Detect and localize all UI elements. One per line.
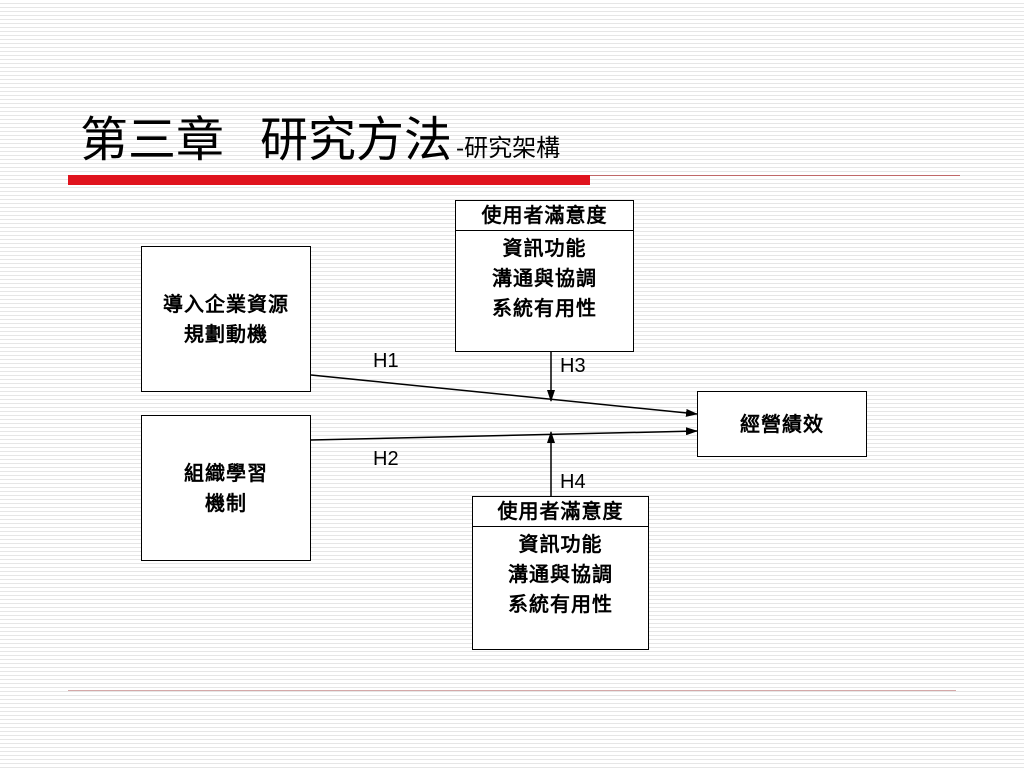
label-h3: H3: [560, 355, 586, 377]
title-chapter: 第三章: [80, 112, 225, 168]
slide-title: 第三章 研究方法 -研究架構: [80, 100, 560, 170]
title-underline-thin: [590, 175, 960, 176]
moderator-bottom-item: 溝通與協調: [508, 562, 613, 586]
org-learning-line-1: 組織學習: [184, 461, 268, 485]
moderator-top-item: 溝通與協調: [492, 266, 597, 290]
moderator-top-header: 使用者滿意度: [456, 201, 633, 231]
box-moderator-top: 使用者滿意度 資訊功能 溝通與協調 系統有用性: [455, 200, 634, 352]
box-performance: 經營績效: [697, 391, 867, 457]
erp-motivation-line-1: 導入企業資源: [163, 292, 289, 316]
moderator-top-item: 資訊功能: [502, 236, 587, 260]
box-org-learning: 組織學習 機制: [141, 415, 311, 561]
label-h2: H2: [373, 448, 399, 470]
title-subtitle: -研究架構: [456, 134, 561, 162]
moderator-top-item: 系統有用性: [492, 296, 597, 320]
moderator-bottom-header: 使用者滿意度: [473, 497, 648, 527]
title-underline-red: [68, 175, 590, 185]
org-learning-line-2: 機制: [205, 491, 247, 515]
moderator-bottom-item: 資訊功能: [518, 532, 603, 556]
erp-motivation-line-2: 規劃動機: [184, 322, 268, 346]
arrow-h1: [310, 374, 698, 417]
moderator-bottom-item: 系統有用性: [508, 592, 613, 616]
footer-divider: [68, 690, 956, 691]
arrow-h2: [310, 427, 698, 441]
box-moderator-bottom: 使用者滿意度 資訊功能 溝通與協調 系統有用性: [472, 496, 649, 650]
performance-label: 經營績效: [740, 412, 824, 436]
box-erp-motivation: 導入企業資源 規劃動機: [141, 246, 311, 392]
moderator-bottom-body: 資訊功能 溝通與協調 系統有用性: [473, 527, 648, 619]
label-h1: H1: [373, 350, 399, 372]
title-main: 研究方法: [260, 112, 453, 168]
label-h4: H4: [560, 471, 586, 493]
moderator-top-body: 資訊功能 溝通與協調 系統有用性: [456, 231, 633, 323]
